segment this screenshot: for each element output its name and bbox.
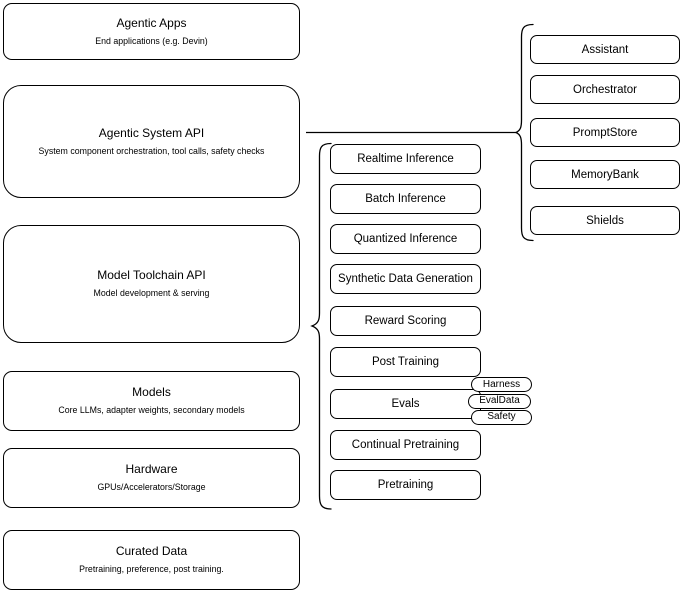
node-orchestrator: Orchestrator <box>530 75 680 104</box>
tag-harness: Harness <box>471 377 532 392</box>
toolchain-brace <box>310 142 332 510</box>
node-label: MemoryBank <box>571 168 639 181</box>
node-title: Models <box>132 385 171 400</box>
node-synthetic-data-generation: Synthetic Data Generation <box>330 264 481 294</box>
node-subtitle: GPUs/Accelerators/Storage <box>97 482 206 493</box>
node-title: Hardware <box>125 462 178 477</box>
node-label: PromptStore <box>572 126 638 139</box>
node-realtime-inference: Realtime Inference <box>330 144 481 174</box>
node-assistant: Assistant <box>530 35 680 64</box>
node-reward-scoring: Reward Scoring <box>330 306 481 336</box>
node-shields: Shields <box>530 206 680 235</box>
node-label: Realtime Inference <box>357 153 454 165</box>
tag-label: Safety <box>487 411 516 422</box>
node-agentic-system-api: Agentic System API System component orch… <box>3 85 300 198</box>
node-model-toolchain-api: Model Toolchain API Model development & … <box>3 225 300 343</box>
tag-label: EvalData <box>479 395 520 406</box>
node-post-training: Post Training <box>330 347 481 377</box>
node-quantized-inference: Quantized Inference <box>330 224 481 254</box>
node-title: Agentic System API <box>98 125 205 140</box>
node-curated-data: Curated Data Pretraining, preference, po… <box>3 530 300 590</box>
node-promptstore: PromptStore <box>530 118 680 147</box>
node-batch-inference: Batch Inference <box>330 184 481 214</box>
node-label: Batch Inference <box>365 193 446 205</box>
tag-label: Harness <box>482 378 521 390</box>
node-label: Post Training <box>371 356 440 368</box>
node-label: Orchestrator <box>573 83 637 96</box>
node-label: Shields <box>586 214 624 227</box>
node-memorybank: MemoryBank <box>530 160 680 189</box>
node-title: Curated Data <box>115 544 188 559</box>
tag-safety: Safety <box>471 409 532 425</box>
node-label: Assistant <box>581 43 629 56</box>
node-subtitle: Pretraining, preference, post training. <box>79 564 224 575</box>
tag-evaldata: EvalData <box>468 393 531 409</box>
node-label: Reward Scoring <box>364 315 447 327</box>
node-pretraining: Pretraining <box>330 470 481 500</box>
node-label: Evals <box>391 398 420 410</box>
node-label: Synthetic Data Generation <box>338 273 473 285</box>
node-title: Model Toolchain API <box>97 268 206 283</box>
node-subtitle: Core LLMs, adapter weights, secondary mo… <box>58 405 245 416</box>
node-label: Quantized Inference <box>353 233 458 245</box>
node-subtitle: System component orchestration, tool cal… <box>38 145 265 156</box>
node-evals: Evals <box>330 389 481 419</box>
node-title: Agentic Apps <box>116 15 187 30</box>
node-models: Models Core LLMs, adapter weights, secon… <box>3 371 300 431</box>
node-subtitle: End applications (e.g. Devin) <box>95 35 208 46</box>
node-continual-pretraining: Continual Pretraining <box>330 430 481 460</box>
node-label: Continual Pretraining <box>351 439 460 451</box>
node-subtitle: Model development & serving <box>93 288 210 299</box>
node-agentic-apps: Agentic Apps End applications (e.g. Devi… <box>3 3 300 60</box>
node-label: Pretraining <box>377 479 434 491</box>
node-hardware: Hardware GPUs/Accelerators/Storage <box>3 448 300 508</box>
